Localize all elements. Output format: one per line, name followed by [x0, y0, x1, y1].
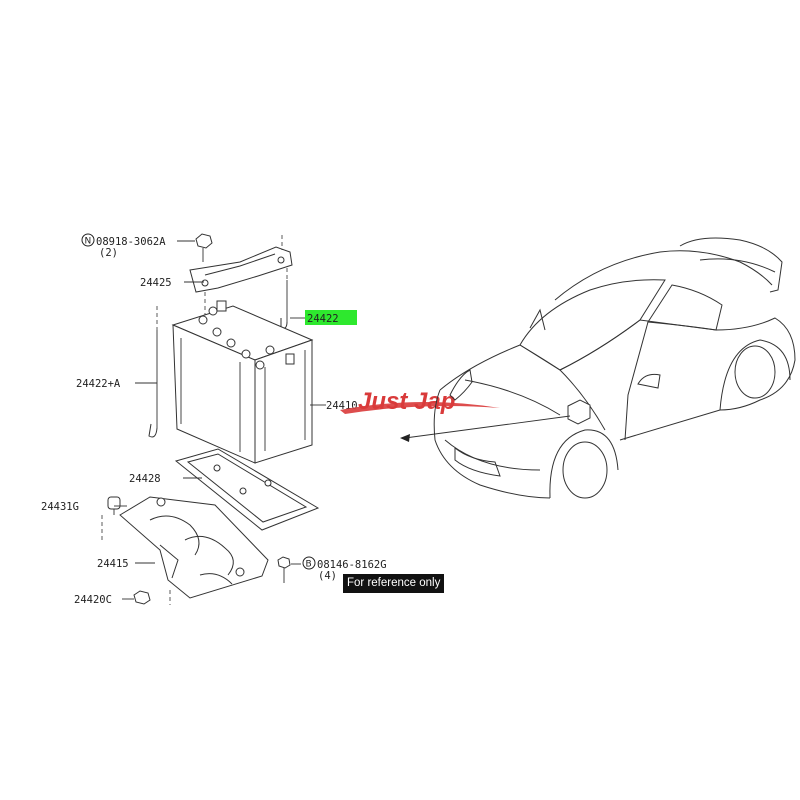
label-08146: B 08146-8162G (4)	[302, 556, 387, 582]
svg-text:08918-3062A: 08918-3062A	[96, 236, 166, 248]
label-24415: 24415	[97, 558, 129, 570]
car-outline	[400, 237, 796, 499]
label-24422-a: 24422+A	[76, 378, 121, 390]
svg-text:(4): (4)	[318, 570, 337, 582]
nut-24420c	[133, 590, 151, 605]
label-24428: 24428	[129, 473, 161, 485]
bolt-08146	[277, 556, 291, 583]
svg-text:08146-8162G: 08146-8162G	[317, 559, 387, 571]
battery-tray-base	[119, 496, 269, 599]
svg-text:Just Jap: Just Jap	[358, 388, 455, 415]
nut-08918	[195, 233, 213, 262]
battery-tray-plate	[174, 448, 320, 531]
svg-text:N: N	[85, 237, 92, 247]
reference-note-badge: For reference only	[343, 574, 445, 593]
watermark-logo: Just Jap	[340, 388, 500, 415]
hook-bolt-24422-a	[148, 330, 158, 438]
svg-text:B: B	[306, 560, 312, 570]
hook-bolt-24422	[280, 280, 288, 329]
label-24422: 24422	[307, 313, 339, 325]
battery	[171, 300, 314, 464]
label-24425: 24425	[140, 277, 172, 289]
battery-hold-bracket	[189, 246, 293, 293]
label-24431g: 24431G	[41, 501, 79, 513]
label-24420c: 24420C	[74, 594, 112, 606]
label-08918: N 08918-3062A (2)	[81, 233, 166, 259]
highlight-24422	[305, 310, 357, 325]
svg-text:(2): (2)	[99, 247, 118, 259]
